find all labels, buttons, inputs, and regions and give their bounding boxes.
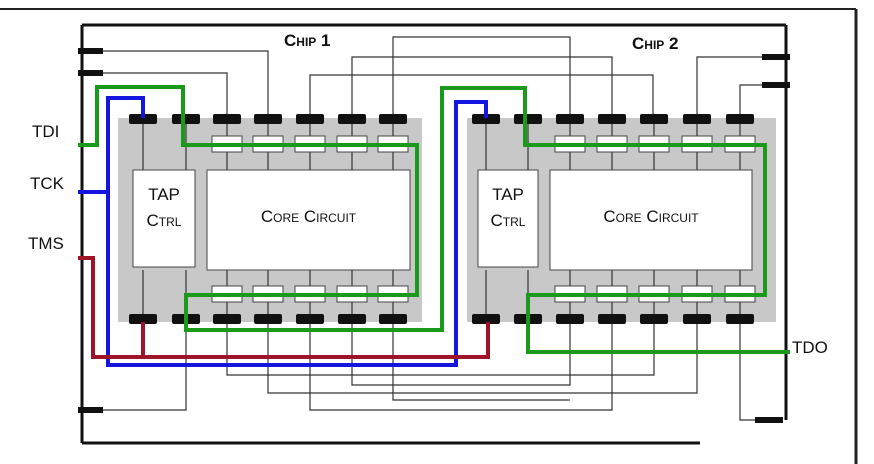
pin [379,114,407,124]
tms-label: TMS [28,234,64,253]
pin [683,314,711,324]
pin [129,114,157,124]
tck-label: TCK [30,174,65,193]
board-outline [80,23,788,445]
interconnect-wires [100,36,770,421]
chip2-title: Chip 2 [632,34,678,53]
pin [213,314,241,324]
pin [556,114,584,124]
pin [296,114,324,124]
tap-controller [132,169,196,268]
chip-2: TAP Ctrl Core Circuit [467,114,776,324]
edge-connector [78,70,103,76]
core-circuit [549,169,753,271]
tck-line [78,96,488,367]
tap-label: TAP [148,185,180,204]
pin [379,314,407,324]
tdi-label: TDI [32,122,59,141]
pin [726,114,754,124]
pin [129,314,157,324]
chip1-title: Chip 1 [284,31,330,50]
edge-connector [755,417,783,423]
pin [598,314,626,324]
pin [514,114,542,124]
ctrl-label: Ctrl [491,211,526,230]
core-label: Core Circuit [261,207,357,226]
core-circuit [206,169,411,271]
chip-1: TAP Ctrl Core Circuit [118,114,422,324]
tdi-scan-chain [78,85,790,354]
pin [213,114,241,124]
pin [472,314,500,324]
tms-line [78,256,490,359]
pin [172,114,200,124]
edge-connector [762,54,790,60]
tap-label: TAP [492,185,524,204]
pin [598,114,626,124]
pin [726,314,754,324]
tdo-label: TDO [792,338,828,357]
pin [254,314,282,324]
pin [338,114,366,124]
tap-controller [477,169,539,268]
pin [640,114,668,124]
edge-connector [78,48,103,54]
pin [472,114,500,124]
pin [254,114,282,124]
core-label: Core Circuit [603,207,699,226]
edge-connector [78,407,103,413]
pin [338,314,366,324]
edge-connector [762,82,790,88]
ctrl-label: Ctrl [147,211,182,230]
pin [640,314,668,324]
pin [296,314,324,324]
pin [683,114,711,124]
pin [556,314,584,324]
